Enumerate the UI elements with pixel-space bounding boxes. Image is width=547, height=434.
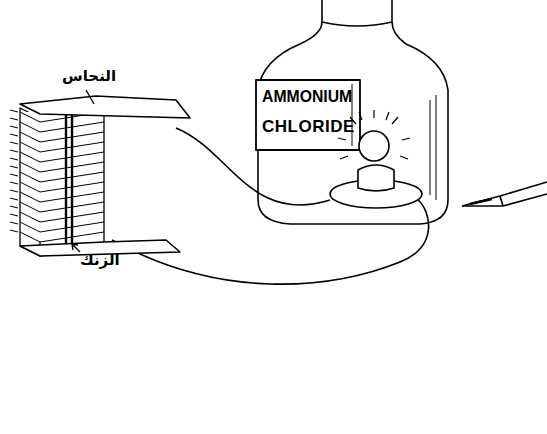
leader-zinc — [72, 244, 80, 252]
copper-plate — [20, 96, 190, 118]
part-label: النحاس — [62, 68, 116, 85]
rubber-band — [66, 109, 72, 254]
bottle-shade — [430, 95, 436, 200]
dropper-tip — [470, 199, 492, 204]
leader-copper — [86, 90, 94, 104]
voltaic-pile — [10, 96, 190, 256]
bottle-text: CHLORIDE — [262, 118, 355, 137]
lamp-socket — [358, 165, 394, 191]
part-label: الزنك — [80, 252, 120, 269]
bottle-neck-ring — [322, 22, 392, 26]
dropper — [462, 182, 547, 206]
lamp-bulb — [359, 131, 389, 161]
bottle-text: AMMONIUM — [262, 88, 352, 105]
side-marks — [10, 110, 18, 232]
wire-copper — [176, 128, 330, 205]
